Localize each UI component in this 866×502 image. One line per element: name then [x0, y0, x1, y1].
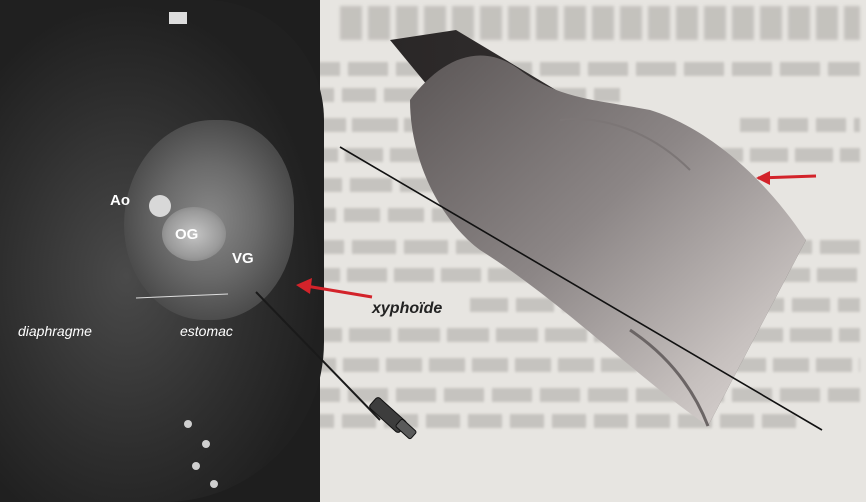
label-xiphoid: xyphoïde	[372, 300, 442, 318]
xiphoid-arrow-head	[296, 278, 312, 294]
needle-shaft	[256, 292, 380, 420]
syringe-icon	[368, 396, 416, 439]
diaphragm-line	[136, 294, 228, 298]
xiphoid-arrow	[306, 286, 372, 297]
